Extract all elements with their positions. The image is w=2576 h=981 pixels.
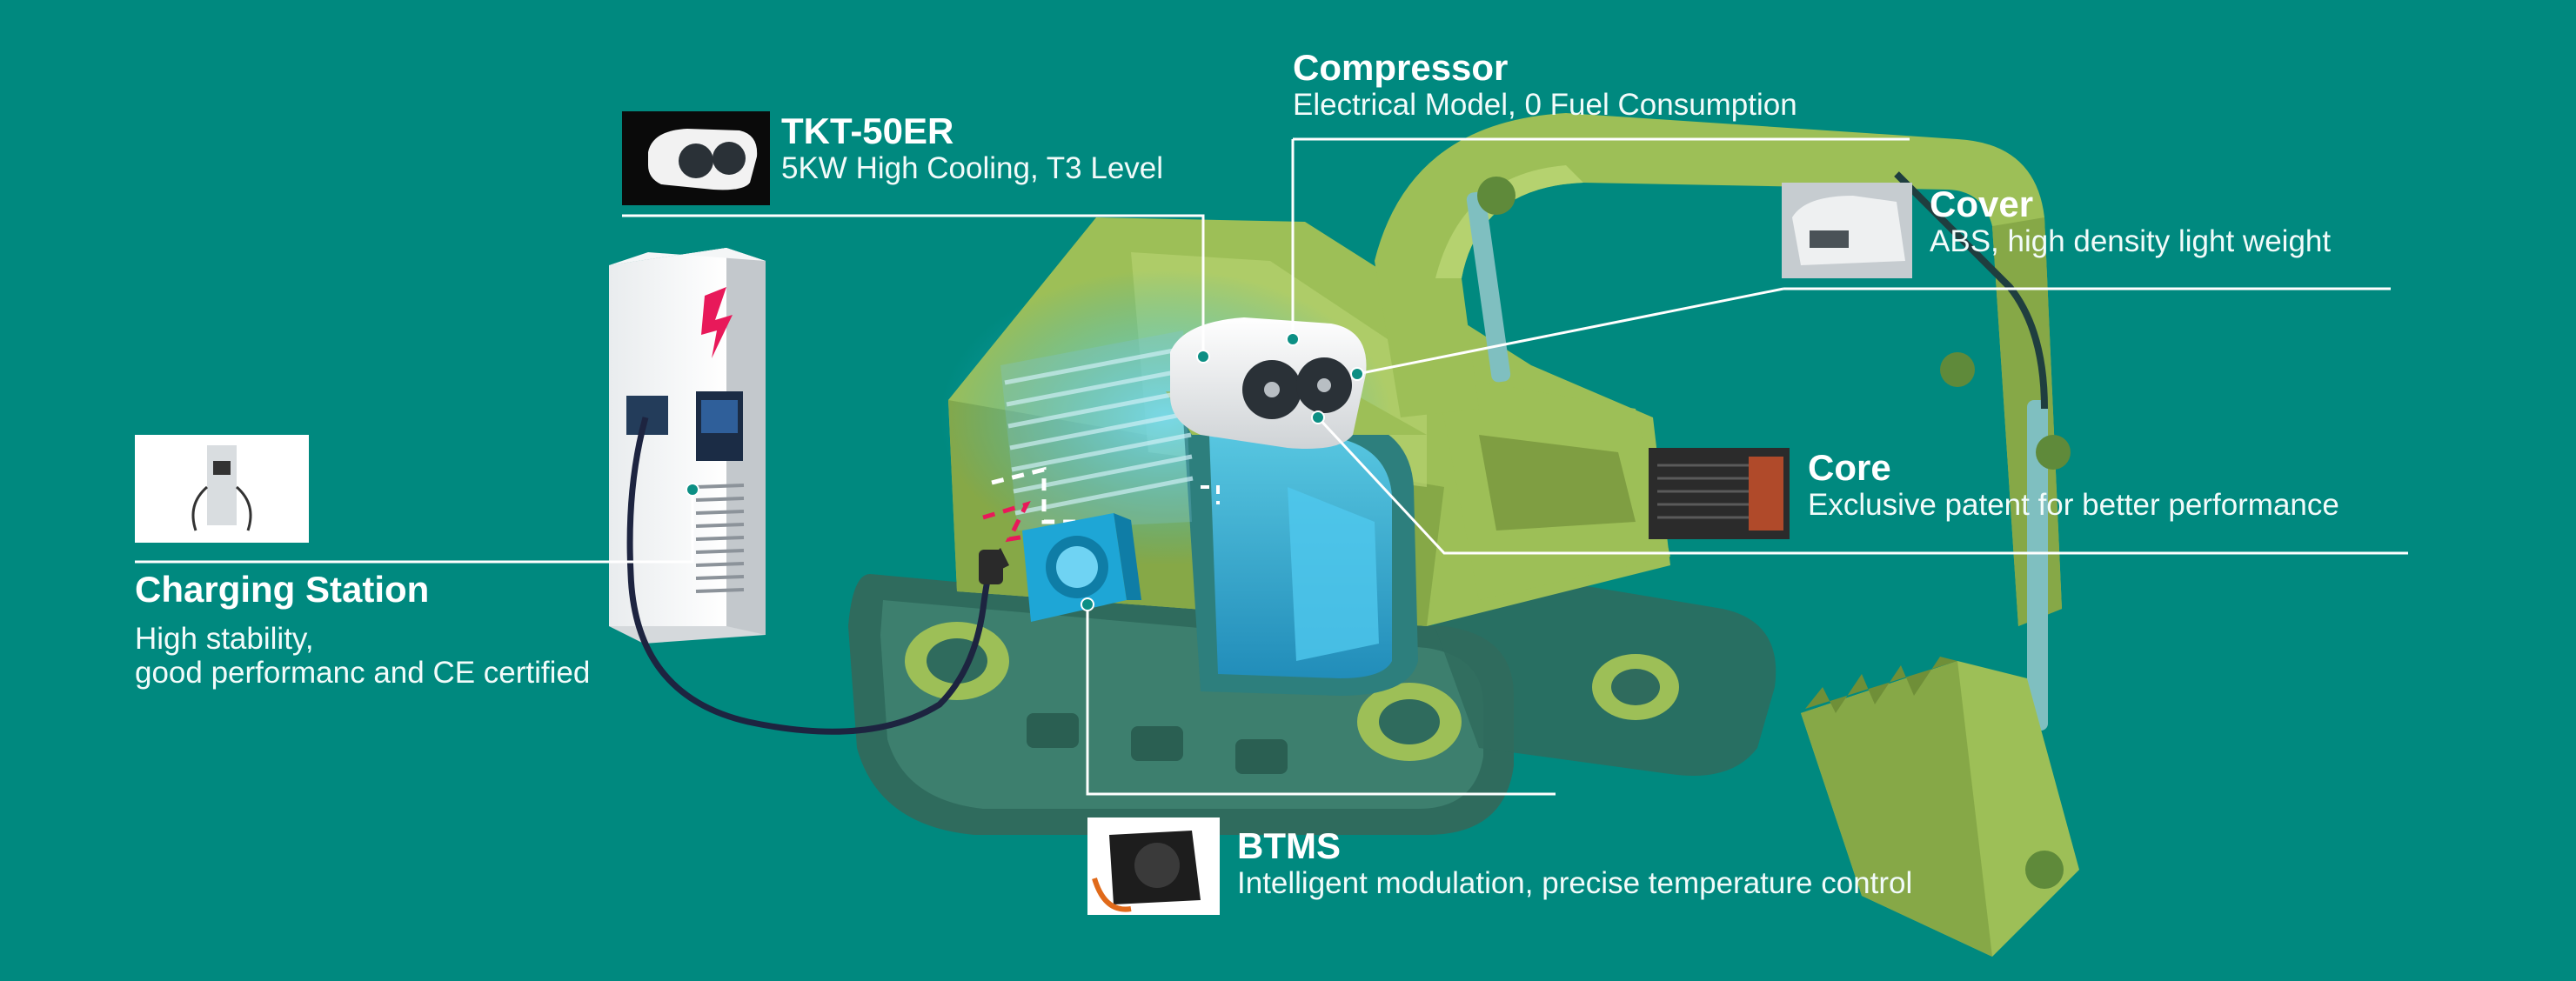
btms-callout: BTMS Intelligent modulation, precise tem…	[1237, 825, 1913, 901]
compressor-title: Compressor	[1293, 47, 1509, 88]
compressor-desc: Electrical Model, 0 Fuel Consumption	[1293, 88, 1797, 123]
cover-callout: Cover ABS, high density light weight	[1930, 184, 2331, 258]
excavator	[848, 113, 2079, 957]
charging-station	[609, 248, 1003, 735]
leader-dots	[686, 332, 1364, 611]
charging-desc-line1: High stability,	[135, 622, 314, 657]
btms-thumbnail	[1087, 818, 1220, 915]
condenser-fins	[1000, 330, 1194, 531]
core-desc: Exclusive patent for better performance	[1808, 488, 2339, 523]
charging-title: Charging Station	[135, 569, 430, 610]
ac-unit	[1170, 317, 1367, 449]
compressor-callout: Compressor Electrical Model, 0 Fuel Cons…	[1293, 47, 1797, 123]
cover-thumbnail	[1782, 183, 1912, 278]
lightning-bolt-icon	[701, 287, 733, 358]
tkt50er-thumbnail	[622, 111, 770, 205]
tkt50er-callout: TKT-50ER 5KW High Cooling, T3 Level	[781, 110, 1164, 186]
charging-desc-line2: good performanc and CE certified	[135, 656, 591, 691]
tkt50er-title: TKT-50ER	[781, 110, 954, 151]
btms-desc: Intelligent modulation, precise temperat…	[1237, 866, 1913, 901]
core-callout: Core Exclusive patent for better perform…	[1808, 447, 2339, 523]
cover-desc: ABS, high density light weight	[1930, 224, 2332, 259]
leader-lines	[135, 137, 2408, 796]
core-title: Core	[1808, 447, 1891, 488]
btms-title: BTMS	[1237, 825, 1341, 866]
cover-title: Cover	[1930, 184, 2034, 224]
charging-callout: Charging Station High stability, good pe…	[135, 569, 591, 691]
charging-thumbnail	[135, 435, 309, 543]
core-thumbnail	[1649, 448, 1790, 539]
tkt50er-desc: 5KW High Cooling, T3 Level	[781, 151, 1164, 186]
